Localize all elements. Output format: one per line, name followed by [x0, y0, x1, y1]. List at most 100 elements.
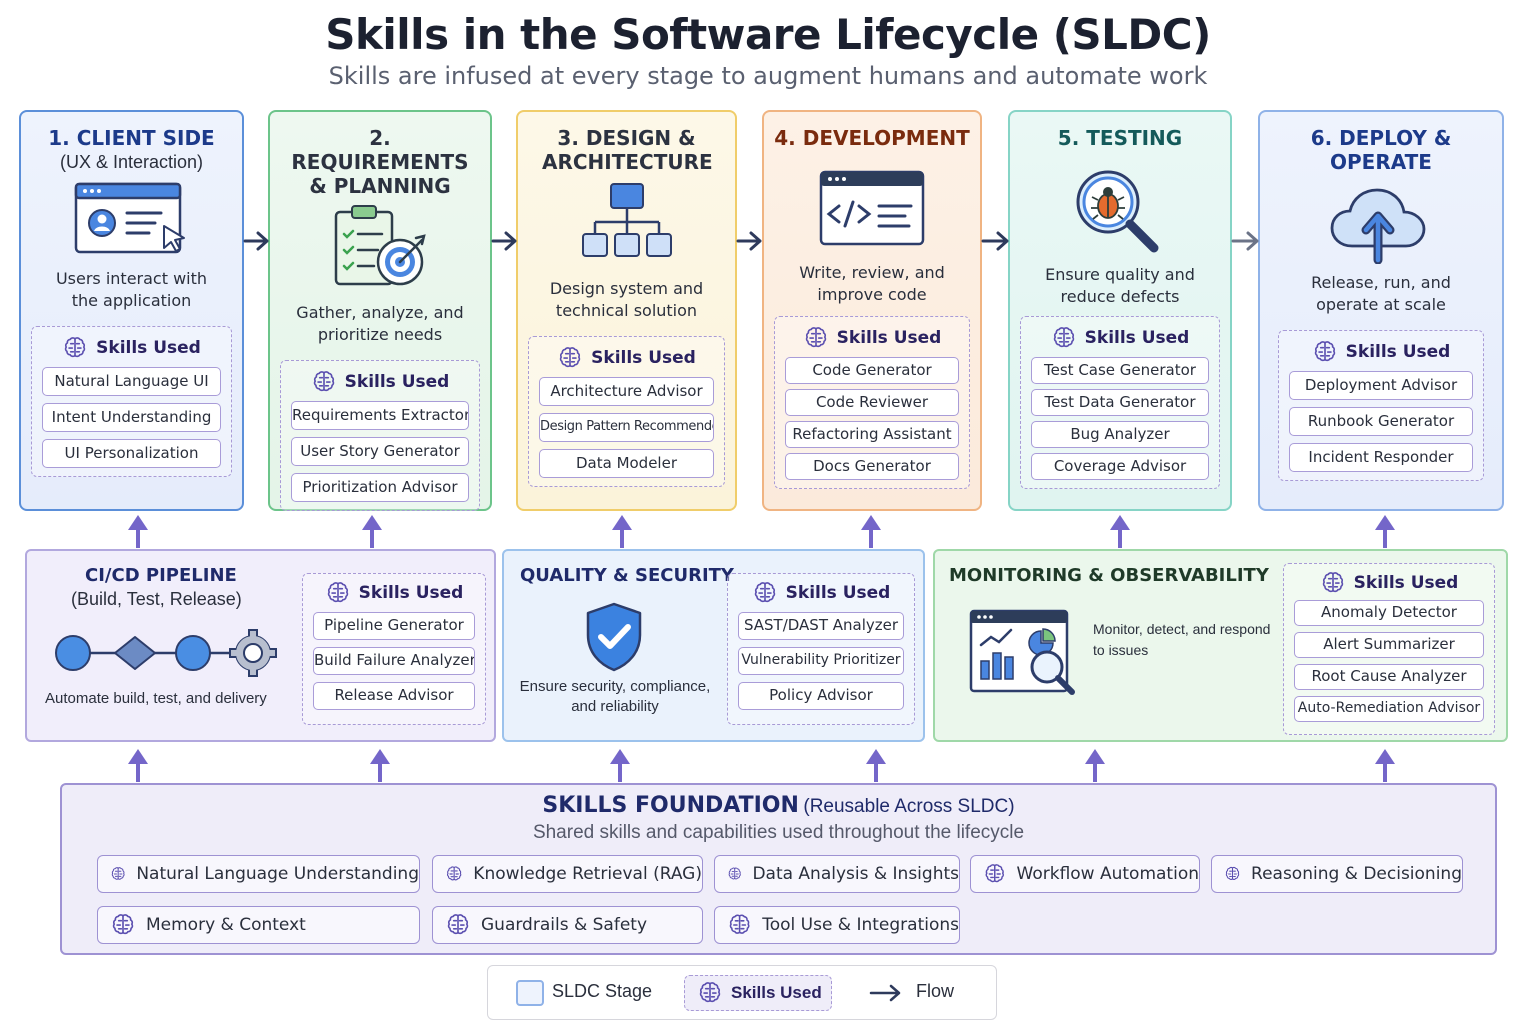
brain-icon: [445, 861, 463, 887]
skill-chip[interactable]: Code Reviewer: [785, 389, 959, 416]
stage-client-side: 1. CLIENT SIDE (UX & Interaction) Users …: [19, 110, 244, 511]
brain-icon: [1224, 861, 1241, 887]
up-arrow: [1085, 749, 1105, 782]
foundation-skill[interactable]: Natural Language Understanding: [97, 855, 420, 893]
legend: SLDC Stage Skills Used Flow: [487, 965, 997, 1020]
foundation-subtitle: Shared skills and capabilities used thro…: [532, 822, 1025, 843]
foundation-skill[interactable]: Knowledge Retrieval (RAG): [432, 855, 703, 893]
monitoring-description: Monitor, detect, and respond to issues: [1093, 621, 1271, 658]
foundation-skill[interactable]: Reasoning & Decisioning: [1211, 855, 1463, 893]
stage-description: Design system and technical solution: [549, 279, 704, 320]
stage-description: Write, review, and improve code: [799, 263, 945, 304]
skill-chip[interactable]: Docs Generator: [785, 453, 959, 480]
foundation-skill-label: Data Analysis & Insights: [752, 864, 959, 884]
stage-title: 2. REQUIREMENTS & PLANNING: [291, 126, 469, 198]
skills-used-header: Skills Used: [42, 335, 221, 361]
dashboard-magnifier-icon: [969, 609, 1075, 695]
stage-testing: 5. TESTING Ensure quality and reduce def…: [1008, 110, 1232, 511]
flow-arrow: [243, 231, 269, 251]
skill-chip[interactable]: Requirements Extractor: [291, 401, 469, 430]
legend-flow-arrow-icon: [869, 984, 901, 1002]
skill-chip[interactable]: SAST/DAST Analyzer: [738, 612, 904, 640]
skill-chip[interactable]: Anomaly Detector: [1294, 600, 1484, 626]
skill-chip[interactable]: UI Personalization: [42, 439, 221, 468]
skill-chip[interactable]: Vulnerability Prioritizer: [738, 647, 904, 675]
monitoring-title: MONITORING & OBSERVABILITY: [949, 565, 1269, 586]
bug-magnifier-icon: [1076, 170, 1159, 253]
skill-chip[interactable]: Deployment Advisor: [1289, 371, 1473, 400]
skills-used-box: Skills Used Code Generator Code Reviewer…: [774, 316, 970, 489]
skill-chip[interactable]: Test Case Generator: [1031, 357, 1209, 384]
skill-chip[interactable]: Auto-Remediation Advisor: [1294, 696, 1484, 722]
foundation-skill[interactable]: Data Analysis & Insights: [714, 855, 960, 893]
skill-chip[interactable]: Refactoring Assistant: [785, 421, 959, 448]
up-arrow: [1375, 749, 1395, 782]
foundation-skill-label: Guardrails & Safety: [481, 915, 647, 935]
up-arrow: [866, 749, 886, 782]
skill-chip[interactable]: Code Generator: [785, 357, 959, 384]
foundation-skill-label: Reasoning & Decisioning: [1251, 864, 1462, 884]
quality-title: QUALITY & SECURITY: [520, 565, 734, 586]
foundation-skill[interactable]: Workflow Automation: [970, 855, 1200, 893]
flow-arrow: [1231, 231, 1259, 251]
skills-used-header: Skills Used: [539, 345, 714, 371]
stage-description: Release, run, and operate at scale: [1311, 273, 1451, 314]
skill-chip[interactable]: Natural Language UI: [42, 367, 221, 396]
cicd-title: CI/CD PIPELINE: [85, 565, 237, 586]
cicd-description: Automate build, test, and delivery: [45, 690, 267, 707]
skill-chip[interactable]: Root Cause Analyzer: [1294, 664, 1484, 690]
skill-chip[interactable]: Intent Understanding: [42, 403, 221, 432]
foundation-skill[interactable]: Tool Use & Integrations: [714, 906, 960, 944]
legend-skills-swatch: Skills Used: [684, 975, 832, 1011]
quality-security-panel: QUALITY & SECURITY Ensure security, comp…: [502, 549, 925, 742]
skill-chip[interactable]: Runbook Generator: [1289, 407, 1473, 436]
skill-chip[interactable]: Architecture Advisor: [539, 377, 714, 406]
flow-arrow: [736, 231, 762, 251]
stage-title: 6. DEPLOY & OPERATE: [1310, 126, 1452, 174]
cicd-pipeline-panel: CI/CD PIPELINE (Build, Test, Release) Au…: [25, 549, 496, 742]
stage-title: 3. DESIGN & ARCHITECTURE: [542, 126, 713, 174]
skills-used-label: Skills Used: [96, 338, 201, 358]
skill-chip[interactable]: Test Data Generator: [1031, 389, 1209, 416]
foundation-skill-label: Workflow Automation: [1016, 864, 1199, 884]
brain-icon: [983, 861, 1007, 887]
foundation-skill[interactable]: Memory & Context: [97, 906, 420, 944]
page-subtitle: Skills are infused at every stage to aug…: [328, 62, 1208, 90]
skills-used-label: Skills Used: [1353, 573, 1459, 593]
skills-used-label: Skills Used: [344, 372, 450, 392]
skill-chip[interactable]: Pipeline Generator: [313, 612, 475, 640]
legend-stage-label: SLDC Stage: [552, 981, 653, 1001]
up-arrow: [612, 515, 632, 548]
up-arrow: [362, 515, 382, 548]
stage-title: 1. CLIENT SIDE: [48, 126, 215, 150]
skill-chip[interactable]: Build Failure Analyzer: [313, 647, 475, 675]
brain-icon: [110, 912, 136, 938]
skills-used-box: Skills Used Requirements Extractor User …: [280, 360, 480, 511]
foundation-skill[interactable]: Guardrails & Safety: [432, 906, 703, 944]
skill-chip[interactable]: Alert Summarizer: [1294, 632, 1484, 658]
skills-used-box: Skills Used Pipeline Generator Build Fai…: [302, 573, 486, 725]
pipeline-icon: [55, 629, 277, 677]
flow-arrow: [491, 231, 517, 251]
page-title: Skills in the Software Lifecycle (SLDC): [325, 10, 1211, 59]
skills-used-label: Skills Used: [358, 583, 464, 603]
stage-title: 4. DEVELOPMENT: [774, 126, 970, 150]
up-arrow: [861, 515, 881, 548]
foundation-title: SKILLS FOUNDATION: [542, 793, 799, 818]
stage-subtitle: (UX & Interaction): [59, 152, 204, 172]
foundation-skill-label: Memory & Context: [146, 915, 306, 935]
skill-chip[interactable]: Data Modeler: [539, 449, 714, 478]
skill-chip[interactable]: Coverage Advisor: [1031, 453, 1209, 480]
skill-chip[interactable]: Prioritization Advisor: [291, 473, 469, 502]
skill-chip[interactable]: Release Advisor: [313, 682, 475, 710]
skills-used-header: Skills Used: [785, 325, 959, 351]
skill-chip[interactable]: User Story Generator: [291, 437, 469, 466]
up-arrow: [128, 749, 148, 782]
skill-chip[interactable]: Bug Analyzer: [1031, 421, 1209, 448]
skill-chip[interactable]: Policy Advisor: [738, 682, 904, 710]
skill-chip[interactable]: Incident Responder: [1289, 443, 1473, 472]
skill-chip[interactable]: Design Pattern Recommender: [539, 413, 714, 442]
foundation-skill-label: Tool Use & Integrations: [762, 915, 959, 935]
clipboard-target-icon: [334, 205, 426, 286]
brain-icon: [727, 912, 752, 938]
